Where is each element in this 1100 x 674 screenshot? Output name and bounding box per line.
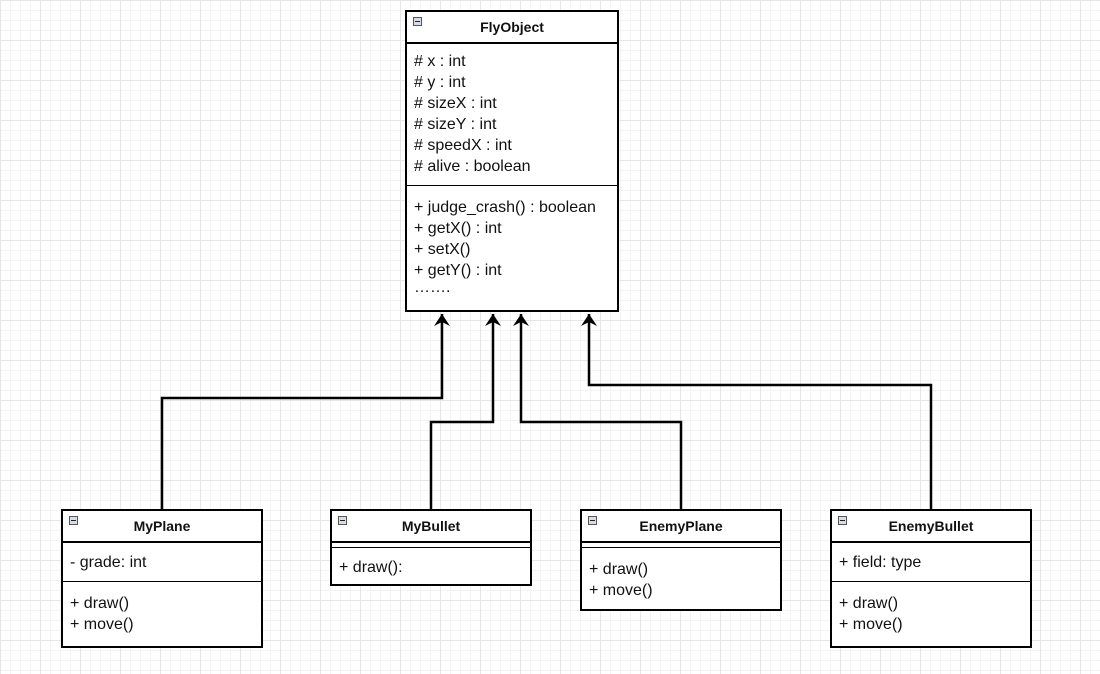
class-header: MyPlane	[63, 511, 261, 543]
operation-row[interactable]: + getY() : int	[414, 262, 502, 279]
class-name: EnemyBullet	[888, 518, 974, 534]
operations-section: + draw() + move()	[582, 547, 780, 606]
connector-enemybullet-to-flyobject	[581, 314, 933, 510]
collapse-icon[interactable]	[588, 516, 597, 525]
class-header: EnemyPlane	[582, 511, 780, 543]
operations-section: + draw() + move()	[832, 581, 1030, 640]
operation-row[interactable]: + move()	[589, 582, 653, 599]
class-mybullet[interactable]: MyBullet + draw():	[330, 509, 532, 586]
class-header: EnemyBullet	[832, 511, 1030, 543]
class-header: MyBullet	[332, 511, 530, 543]
attribute-row[interactable]: # alive : boolean	[414, 158, 531, 175]
class-name: MyPlane	[133, 518, 191, 534]
operations-section: + draw():	[332, 547, 530, 583]
ellipsis-row[interactable]: …….	[414, 279, 451, 296]
collapse-icon[interactable]	[413, 17, 422, 26]
connector-mybullet-to-flyobject	[429, 314, 501, 510]
attribute-row[interactable]: + field: type	[839, 554, 922, 571]
operation-row[interactable]: + move()	[839, 616, 903, 633]
connector-myplane-to-flyobject	[160, 314, 450, 510]
operation-row[interactable]: + draw()	[70, 595, 130, 612]
class-enemyplane[interactable]: EnemyPlane + draw() + move()	[580, 509, 782, 611]
attribute-row[interactable]: # y : int	[414, 74, 466, 91]
operations-section: + judge_crash() : boolean + getX() : int +…	[407, 185, 617, 300]
attribute-row[interactable]: # sizeY : int	[414, 116, 497, 133]
operation-row[interactable]: + getX() : int	[414, 220, 502, 237]
operation-row[interactable]: + setX()	[414, 241, 471, 258]
attributes-section: - grade: int	[63, 543, 261, 581]
collapse-icon[interactable]	[338, 516, 347, 525]
class-name: MyBullet	[401, 518, 461, 534]
class-myplane[interactable]: MyPlane - grade: int + draw() + move()	[61, 509, 263, 648]
operation-row[interactable]: + draw():	[339, 559, 403, 576]
operation-row[interactable]: + draw()	[589, 561, 649, 578]
class-header: FlyObject	[407, 12, 617, 44]
attribute-row[interactable]: - grade: int	[70, 554, 147, 571]
attribute-row[interactable]: # x : int	[414, 53, 466, 70]
operation-row[interactable]: + move()	[70, 616, 134, 633]
attributes-section: + field: type	[832, 543, 1030, 581]
connector-enemyplane-to-flyobject	[513, 314, 683, 510]
operation-row[interactable]: + judge_crash() : boolean	[414, 199, 596, 216]
operations-section: + draw() + move()	[63, 581, 261, 640]
class-flyobject[interactable]: FlyObject # x : int # y : int # sizeX : in…	[405, 10, 619, 312]
attribute-row[interactable]: # sizeX : int	[414, 95, 497, 112]
collapse-icon[interactable]	[838, 516, 847, 525]
collapse-icon[interactable]	[69, 516, 78, 525]
class-enemybullet[interactable]: EnemyBullet + field: type + draw() + move…	[830, 509, 1032, 648]
class-name: EnemyPlane	[639, 518, 723, 534]
attributes-section: # x : int # y : int # sizeX : int # sizeY :…	[407, 44, 617, 185]
operation-row[interactable]: + draw()	[839, 595, 899, 612]
class-name: FlyObject	[480, 19, 544, 35]
attribute-row[interactable]: # speedX : int	[414, 137, 512, 154]
